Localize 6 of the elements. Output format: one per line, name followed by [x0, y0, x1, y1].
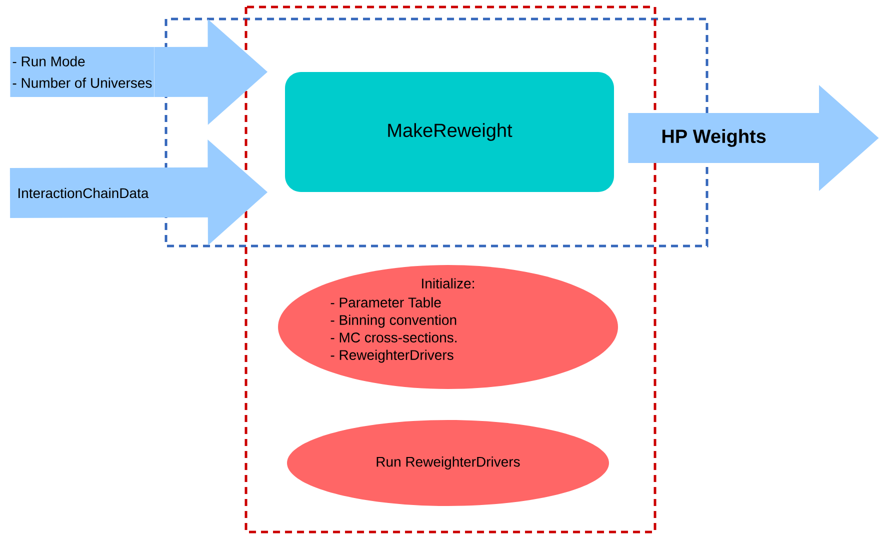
node-label: - Run Mode — [12, 56, 85, 66]
bullet-list: - Run Mode - Number of Universes — [10, 47, 154, 97]
node-label: - Number of Universes — [12, 78, 152, 88]
edge-label: InteractionChainData — [16, 186, 150, 200]
process-box: MakeReweight — [285, 72, 614, 192]
edge-label: HP Weights — [660, 128, 768, 148]
